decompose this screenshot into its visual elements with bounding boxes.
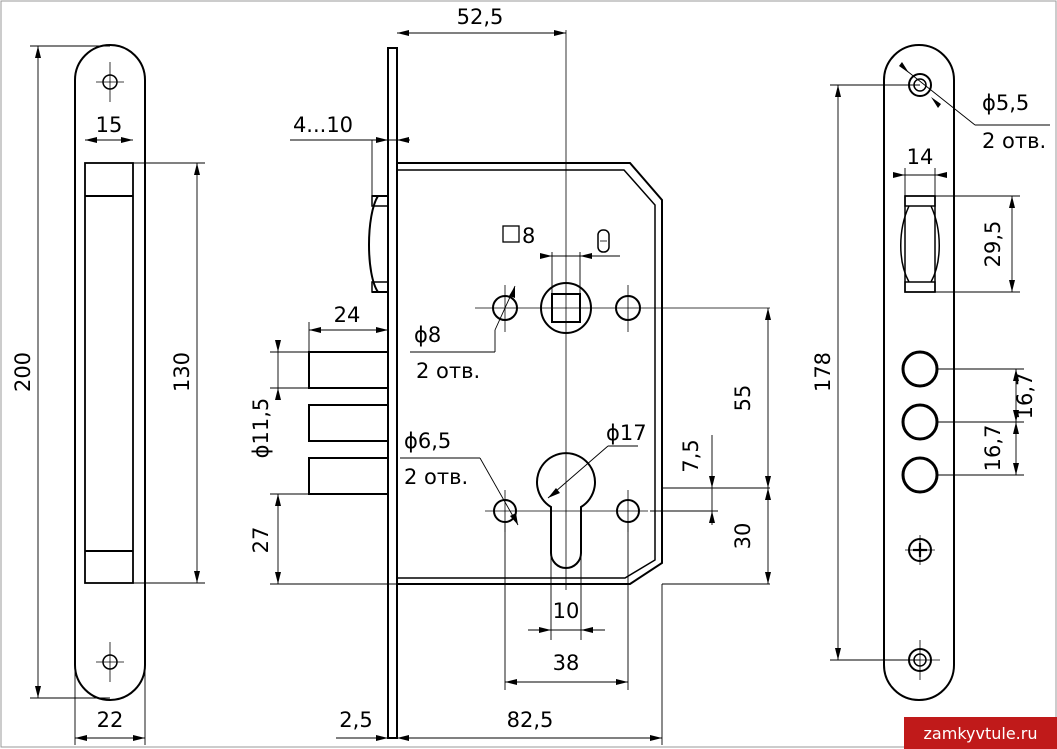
dim-24: 24 xyxy=(334,303,361,327)
lock-body-dims xyxy=(270,32,770,745)
dim-2-holes-b: 2 отв. xyxy=(404,465,468,489)
dim-8-square: 8 xyxy=(522,224,535,248)
dim-2-holes-c: 2 отв. xyxy=(982,129,1046,153)
dim-52-5: 52,5 xyxy=(457,5,504,29)
screw-cross-icon xyxy=(913,543,927,557)
dim-29-5: 29,5 xyxy=(981,221,1005,268)
dim-22: 22 xyxy=(97,708,124,732)
dim-178: 178 xyxy=(811,352,835,392)
dim-15: 15 xyxy=(96,113,123,137)
dim-10: 10 xyxy=(553,599,580,623)
dim-38: 38 xyxy=(553,651,580,675)
dim-27: 27 xyxy=(249,527,273,554)
faceplate-dims xyxy=(830,66,1050,661)
square-symbol-icon xyxy=(502,225,520,243)
site-watermark: zamkyvtule.ru xyxy=(904,717,1057,749)
strike-plate-centerlines xyxy=(96,62,124,682)
dim-5-5: ϕ5,5 xyxy=(982,91,1029,115)
dim-16-7-top: 16,7 xyxy=(1013,373,1037,420)
dim-4-10: 4...10 xyxy=(293,113,353,137)
dim-82-5: 82,5 xyxy=(507,708,554,732)
dim-7-5: 7,5 xyxy=(679,439,703,472)
strike-plate-dims xyxy=(30,45,205,745)
dim-8-dia: ϕ8 xyxy=(414,323,441,347)
dim-6-5: ϕ6,5 xyxy=(404,429,451,453)
dim-130: 130 xyxy=(170,352,194,392)
dim-2-holes-a: 2 отв. xyxy=(416,359,480,383)
dim-14: 14 xyxy=(907,145,934,169)
dim-30: 30 xyxy=(731,523,755,550)
dim-17: ϕ17 xyxy=(606,421,647,445)
dim-11-5: ϕ11,5 xyxy=(249,398,273,459)
dim-200: 200 xyxy=(11,352,35,392)
dim-2-5: 2,5 xyxy=(339,708,372,732)
dim-55: 55 xyxy=(731,385,755,412)
dim-16-7-bottom: 16,7 xyxy=(981,425,1005,472)
